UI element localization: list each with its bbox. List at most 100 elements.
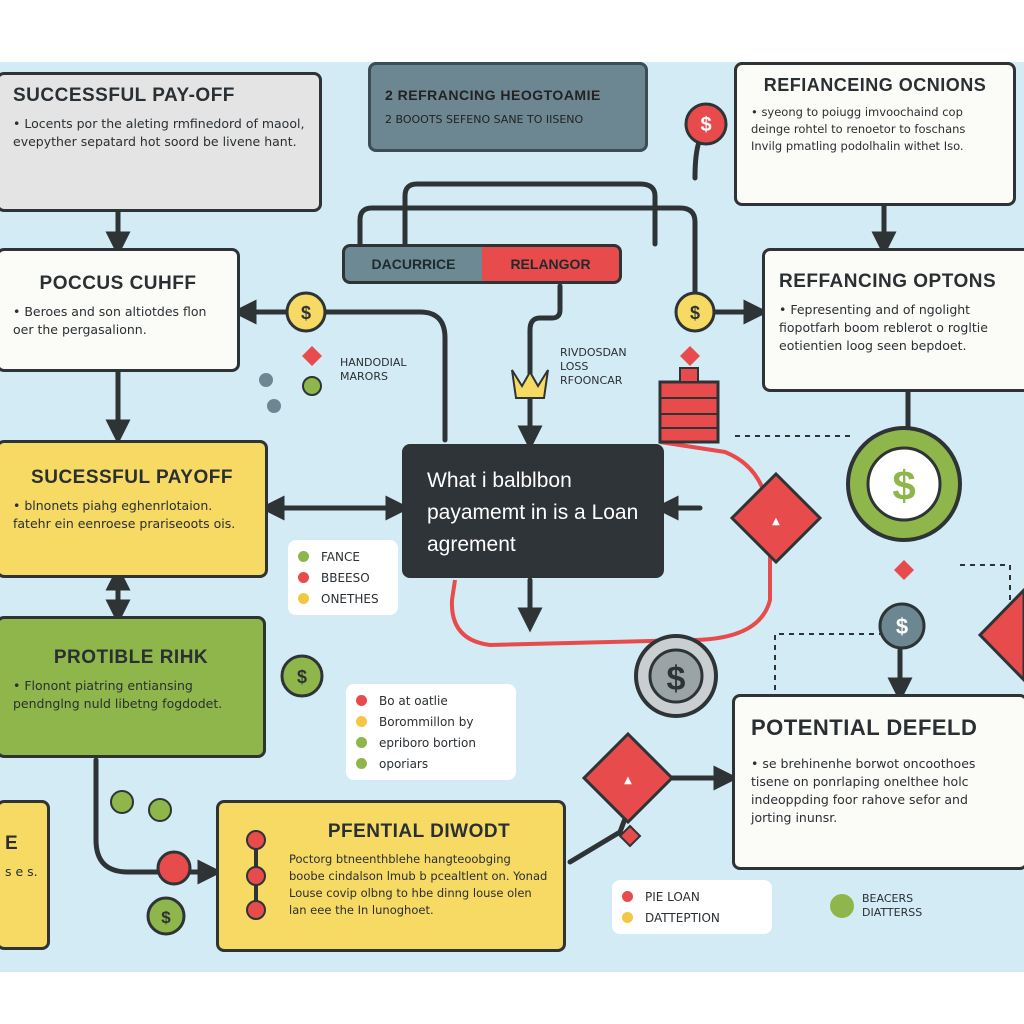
warning-icon: ▲ (729, 471, 823, 565)
legend-dot (298, 593, 309, 604)
legend-dot (298, 572, 309, 583)
box-body: • blnonets piahg eghenrlotaion. fatehr e… (13, 498, 236, 531)
box-title: PROTIBLE RIHK (53, 647, 209, 668)
node-dot (830, 894, 854, 918)
dollar-icon[interactable]: $ (285, 291, 327, 333)
node-dot (259, 373, 273, 387)
marker-icon (680, 346, 700, 366)
dollar-icon[interactable]: $ (146, 896, 186, 936)
connector-line (517, 283, 563, 451)
central-question-text: What i balblbon payamemt in is a Loan ag… (427, 469, 639, 556)
legend-dot (356, 695, 367, 706)
refinancing-optons-box: REFFANCING OPTONS • Fepresenting and of … (762, 248, 1024, 392)
legend-text: FANCE (321, 549, 360, 564)
legend-text: Bo at oatlie (379, 693, 448, 708)
chain-icon (246, 830, 266, 920)
svg-text:▲: ▲ (772, 516, 780, 527)
crown-icon (511, 369, 549, 399)
legend-text: PIE LOAN (645, 889, 700, 904)
box-title: SUCESSFUL PAYOFF (31, 467, 233, 488)
box-body: • Fepresenting and of ngolight fiopotfar… (779, 302, 988, 353)
svg-text:▲: ▲ (624, 775, 632, 786)
connector-line (357, 205, 698, 303)
legend-item: Borommillon by (356, 711, 506, 732)
protible-rihk-box: PROTIBLE RIHK • Flonont piatring entians… (0, 616, 266, 758)
connector-line (231, 299, 448, 443)
legend-text: DATTEPTION (645, 910, 720, 925)
node-dot (302, 376, 322, 396)
potential-defeld-box: POTENTIAL DEFELD • se brehinenhe borwot … (732, 694, 1024, 870)
legend-dot (622, 912, 633, 923)
dashed-connector (960, 564, 1011, 610)
node-dot (156, 850, 192, 886)
box-body: Poctorg btneenthblehe hangteoobging boob… (289, 852, 548, 917)
marker-icon (618, 824, 642, 848)
left-partial-box: E s e s. (0, 800, 50, 950)
castle-icon (658, 367, 720, 444)
box-body: • Locents por the aleting rmfinedord of … (13, 116, 305, 149)
legend-bottom: PIE LOAN DATTEPTION (612, 880, 772, 934)
legend-item: Bo at oatlie (356, 690, 506, 711)
box-title: E (5, 833, 19, 854)
legend-item: BBEESO (298, 567, 388, 588)
svg-text:$: $ (667, 660, 686, 698)
coin-icon: $ (634, 634, 718, 718)
refinancing-header-box: 2 REFRANCING HEOGTOAMIE 2 BOOOTS SEFENO … (368, 62, 648, 152)
legend-item: DATTEPTION (622, 907, 762, 928)
legend-item: FANCE (298, 546, 388, 567)
svg-text:$: $ (690, 303, 700, 323)
refinancing-ocnions-box: REFIANCEING OCNIONS • syeong to poiugg i… (734, 62, 1016, 206)
svg-text:$: $ (700, 114, 711, 136)
legend-text: ONETHES (321, 591, 379, 606)
dollar-icon[interactable]: $ (878, 602, 926, 650)
legend-text: oporiars (379, 756, 429, 771)
legend-item: PIE LOAN (622, 886, 762, 907)
legend-dot (356, 758, 367, 769)
legend-mid: Bo at oatlie Borommillon by epriboro bor… (346, 684, 516, 780)
legend-text: epriboro bortion (379, 735, 476, 750)
legend-item: oporiars (356, 753, 506, 774)
legend-dot (356, 716, 367, 727)
box-body: s e s. (5, 864, 38, 879)
legend-item: epriboro bortion (356, 732, 506, 753)
dacurrice-pill[interactable]: DACURRICE (342, 244, 482, 284)
connector-line (93, 757, 223, 885)
svg-text:$: $ (892, 462, 915, 509)
box-title: PFENTIAL DIWODT (327, 821, 511, 842)
rivdosdan-label: RIVDOSDAN LOSS RFOONCAR (560, 346, 627, 387)
box-title: SUCCESSFUL PAY-OFF (13, 85, 235, 106)
legend-dot (356, 737, 367, 748)
marker-icon (302, 346, 322, 366)
central-question-box: What i balblbon payamemt in is a Loan ag… (402, 444, 664, 578)
dollar-icon[interactable]: $ (846, 426, 962, 542)
dollar-icon[interactable]: $ (684, 102, 728, 146)
marker-icon (894, 560, 914, 580)
node-dot (110, 790, 134, 814)
risk-connector (449, 440, 772, 648)
connector-line (402, 181, 658, 247)
legend-dot (622, 891, 633, 902)
legend-dot (298, 551, 309, 562)
warning-icon (977, 587, 1024, 683)
pfential-diwodt-box: PFENTIAL DIWODT Poctorg btneenthblehe ha… (216, 800, 566, 952)
box-body: • Beroes and son altiotdes flon oer the … (13, 304, 207, 337)
poccus-cuhff-box: POCCUS CUHFF • Beroes and son altiotdes … (0, 248, 240, 372)
relangor-pill[interactable]: RELANGOR (482, 244, 622, 284)
box-body: • se brehinenhe borwot oncoothoes tisene… (751, 756, 976, 825)
box-body: • syeong to poiugg imvoochaind cop deing… (751, 105, 966, 153)
dollar-icon[interactable]: $ (280, 654, 324, 698)
svg-text:$: $ (896, 614, 908, 639)
warning-icon: ▲ (581, 731, 675, 825)
box-title: POTENTIAL DEFELD (751, 715, 978, 740)
box-body: • Flonont piatring entiansing pendnglng … (13, 678, 223, 711)
legend-text: Borommillon by (379, 714, 474, 729)
svg-text:$: $ (297, 667, 307, 687)
node-dot (148, 798, 172, 822)
box-title: 2 REFRANCING HEOGTOAMIE (385, 87, 601, 103)
handodial-label: HANDODIAL MARORS (340, 356, 407, 383)
dollar-icon[interactable]: $ (674, 291, 716, 333)
svg-text:$: $ (301, 303, 311, 323)
